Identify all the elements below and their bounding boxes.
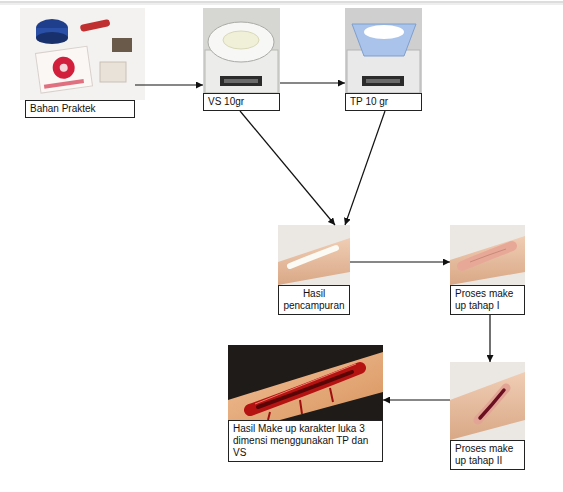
caption-text: VS 10gr bbox=[208, 96, 275, 108]
caption-text: Hasil pencampuran bbox=[283, 288, 345, 312]
caption-box: Hasil Make up karakter luka 3 dimensi me… bbox=[228, 420, 383, 462]
caption-text: Proses make up tahap I bbox=[455, 288, 520, 312]
flow-arrow bbox=[280, 82, 345, 83]
mixture-arm-photo bbox=[278, 225, 350, 285]
caption-box: Proses make up tahap II bbox=[450, 440, 525, 470]
photo-frame bbox=[345, 8, 422, 93]
photo-frame bbox=[278, 225, 350, 285]
materials-photo bbox=[20, 8, 145, 100]
caption-text: Proses make up tahap II bbox=[455, 443, 520, 467]
flow-arrow bbox=[489, 315, 490, 362]
caption-box: TP 10 gr bbox=[345, 93, 422, 111]
photo-step-box: Bahan Praktek bbox=[25, 8, 135, 118]
caption-box: Proses make up tahap I bbox=[450, 285, 525, 315]
flow-arrow bbox=[135, 84, 203, 85]
caption-box: Hasil pencampuran bbox=[278, 285, 350, 315]
photo-step-box: Proses make up tahap II bbox=[450, 362, 525, 470]
flow-arrow bbox=[383, 399, 450, 400]
flow-arrow bbox=[345, 111, 385, 225]
photo-frame bbox=[450, 362, 525, 440]
photo-frame bbox=[203, 8, 280, 93]
flow-arrow bbox=[240, 111, 335, 225]
photo-step-box: Hasil pencampuran bbox=[278, 225, 350, 315]
caption-text: Hasil Make up karakter luka 3 dimensi me… bbox=[233, 423, 378, 459]
caption-text: TP 10 gr bbox=[350, 96, 417, 108]
photo-frame bbox=[25, 8, 135, 100]
makeup-stage-1-photo bbox=[450, 225, 525, 285]
caption-box: VS 10gr bbox=[203, 93, 280, 111]
photo-step-box: Proses make up tahap I bbox=[450, 225, 525, 315]
final-wound-photo bbox=[228, 345, 383, 420]
top-rule bbox=[0, 2, 563, 3]
photo-frame bbox=[228, 345, 383, 420]
makeup-stage-2-photo bbox=[450, 362, 525, 440]
caption-text: Bahan Praktek bbox=[30, 103, 130, 115]
flow-arrow bbox=[350, 261, 450, 262]
scale-powder-photo bbox=[345, 8, 422, 93]
photo-frame bbox=[450, 225, 525, 285]
photo-step-box: Hasil Make up karakter luka 3 dimensi me… bbox=[228, 345, 383, 462]
photo-step-box: VS 10gr bbox=[203, 8, 280, 111]
photo-step-box: TP 10 gr bbox=[345, 8, 422, 111]
scale-gel-photo bbox=[203, 8, 280, 93]
caption-box: Bahan Praktek bbox=[25, 100, 135, 118]
top-rule bbox=[0, 4, 563, 5]
